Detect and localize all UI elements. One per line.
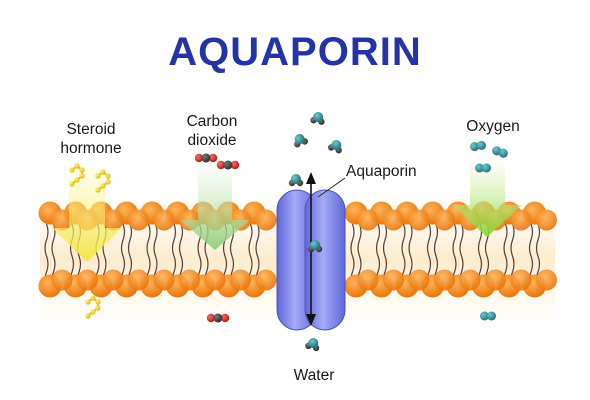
carbon-dioxide-molecule-icon <box>206 313 230 323</box>
lipid-head-bottom <box>459 269 481 291</box>
lipid-head-top <box>51 209 73 231</box>
lipid-head-bottom <box>179 269 200 291</box>
lipid-head-bottom <box>408 269 430 291</box>
carbon-dioxide-label: Carbon dioxide <box>180 112 244 150</box>
lipid-head-top <box>357 209 379 231</box>
oxygen-arrow <box>452 163 522 237</box>
lipid-head-top <box>255 209 277 231</box>
lipid-head-top <box>434 209 455 231</box>
lipid-head-bottom <box>536 269 557 291</box>
lipid-head-top <box>153 209 175 231</box>
lipid-head-bottom <box>255 269 277 291</box>
water-molecule-icon <box>328 140 342 154</box>
lipid-head-bottom <box>510 269 532 291</box>
steroid-hormone-label: Steroid hormone <box>56 120 126 158</box>
steroid-label-line1: Steroid <box>66 121 116 138</box>
lipid-head-bottom <box>204 269 226 291</box>
aquaporin-pointer-line <box>317 177 346 198</box>
lipid-head-bottom <box>230 269 251 291</box>
water-molecule-icon <box>305 338 320 352</box>
diagram-title: AQUAPORIN <box>168 30 422 74</box>
lipid-head-bottom <box>77 269 98 291</box>
lipid-head-top <box>383 209 404 231</box>
lipid-head-bottom <box>128 269 149 291</box>
water-label: Water <box>293 367 335 384</box>
lipid-head-top <box>510 209 532 231</box>
water-molecule-icon <box>294 134 308 148</box>
lipid-head-bottom <box>434 269 455 291</box>
steroid-label-line2: hormone <box>60 140 122 157</box>
carbon-dioxide-molecule-icon <box>216 160 240 170</box>
lipid-head-bottom <box>102 269 124 291</box>
oxygen-molecule-icon <box>470 140 486 152</box>
lipid-head-top <box>128 209 149 231</box>
lipid-head-bottom <box>153 269 175 291</box>
carbon-dioxide-arrow <box>180 168 250 250</box>
steroid-molecule-icon <box>69 163 85 187</box>
steroid-molecule-icon <box>95 169 111 193</box>
oxygen-label: Oxygen <box>466 118 520 135</box>
aquaporin-channel <box>276 189 346 331</box>
oxygen-molecule-icon <box>475 163 491 173</box>
aquaporin-label: Aquaporin <box>346 163 417 180</box>
lipid-head-bottom <box>485 269 506 291</box>
carbon-label-line2: dioxide <box>187 132 237 149</box>
water-molecule-icon <box>307 240 323 253</box>
carbon-dioxide-molecule-icon <box>194 153 218 163</box>
carbon-label-line1: Carbon <box>186 113 238 130</box>
steroid-arrow <box>52 168 122 262</box>
water-molecule-icon <box>310 112 325 125</box>
lipid-head-top <box>536 209 557 231</box>
water-molecule-icon <box>288 174 304 187</box>
lipid-head-top <box>408 209 430 231</box>
oxygen-molecule-icon <box>492 146 508 158</box>
lipid-head-bottom <box>357 269 379 291</box>
steroid-molecule-icon <box>85 295 101 319</box>
oxygen-molecule-icon <box>480 311 496 321</box>
lipid-head-bottom <box>51 269 73 291</box>
lipid-head-bottom <box>383 269 404 291</box>
lipid-head-top <box>102 209 124 231</box>
